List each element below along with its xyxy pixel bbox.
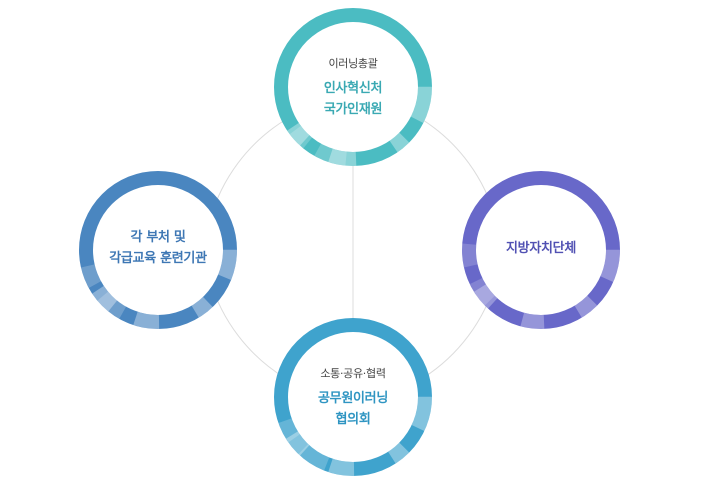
node-council: 소통·공유·협력 공무원이러닝 협의회 <box>302 337 404 457</box>
node-ministries: 각 부처 및 각급교육 훈련기관 <box>95 188 221 308</box>
node-hrd-center: 이러닝총괄 인사혁신처 국가인재원 <box>302 27 404 147</box>
node-local-governments: 지방자치단체 <box>482 188 600 308</box>
node-top-subtitle: 이러닝총괄 <box>328 56 378 70</box>
node-left-title-line1: 각 부처 및 <box>130 230 186 245</box>
node-top-title-line1: 인사혁신처 <box>323 80 383 96</box>
ring-right <box>462 171 620 329</box>
ring-top <box>274 8 432 166</box>
node-left-title-line2: 각급교육 훈련기관 <box>109 251 207 266</box>
ring-bottom <box>274 318 432 476</box>
node-bottom-subtitle: 소통·공유·협력 <box>320 366 386 380</box>
node-right-title: 지방자치단체 <box>506 240 576 256</box>
node-bottom-title-line2: 협의회 <box>335 411 371 427</box>
ring-left <box>79 171 237 329</box>
node-top-title-line2: 국가인재원 <box>323 101 383 117</box>
node-bottom-title-line1: 공무원이러닝 <box>318 390 388 406</box>
